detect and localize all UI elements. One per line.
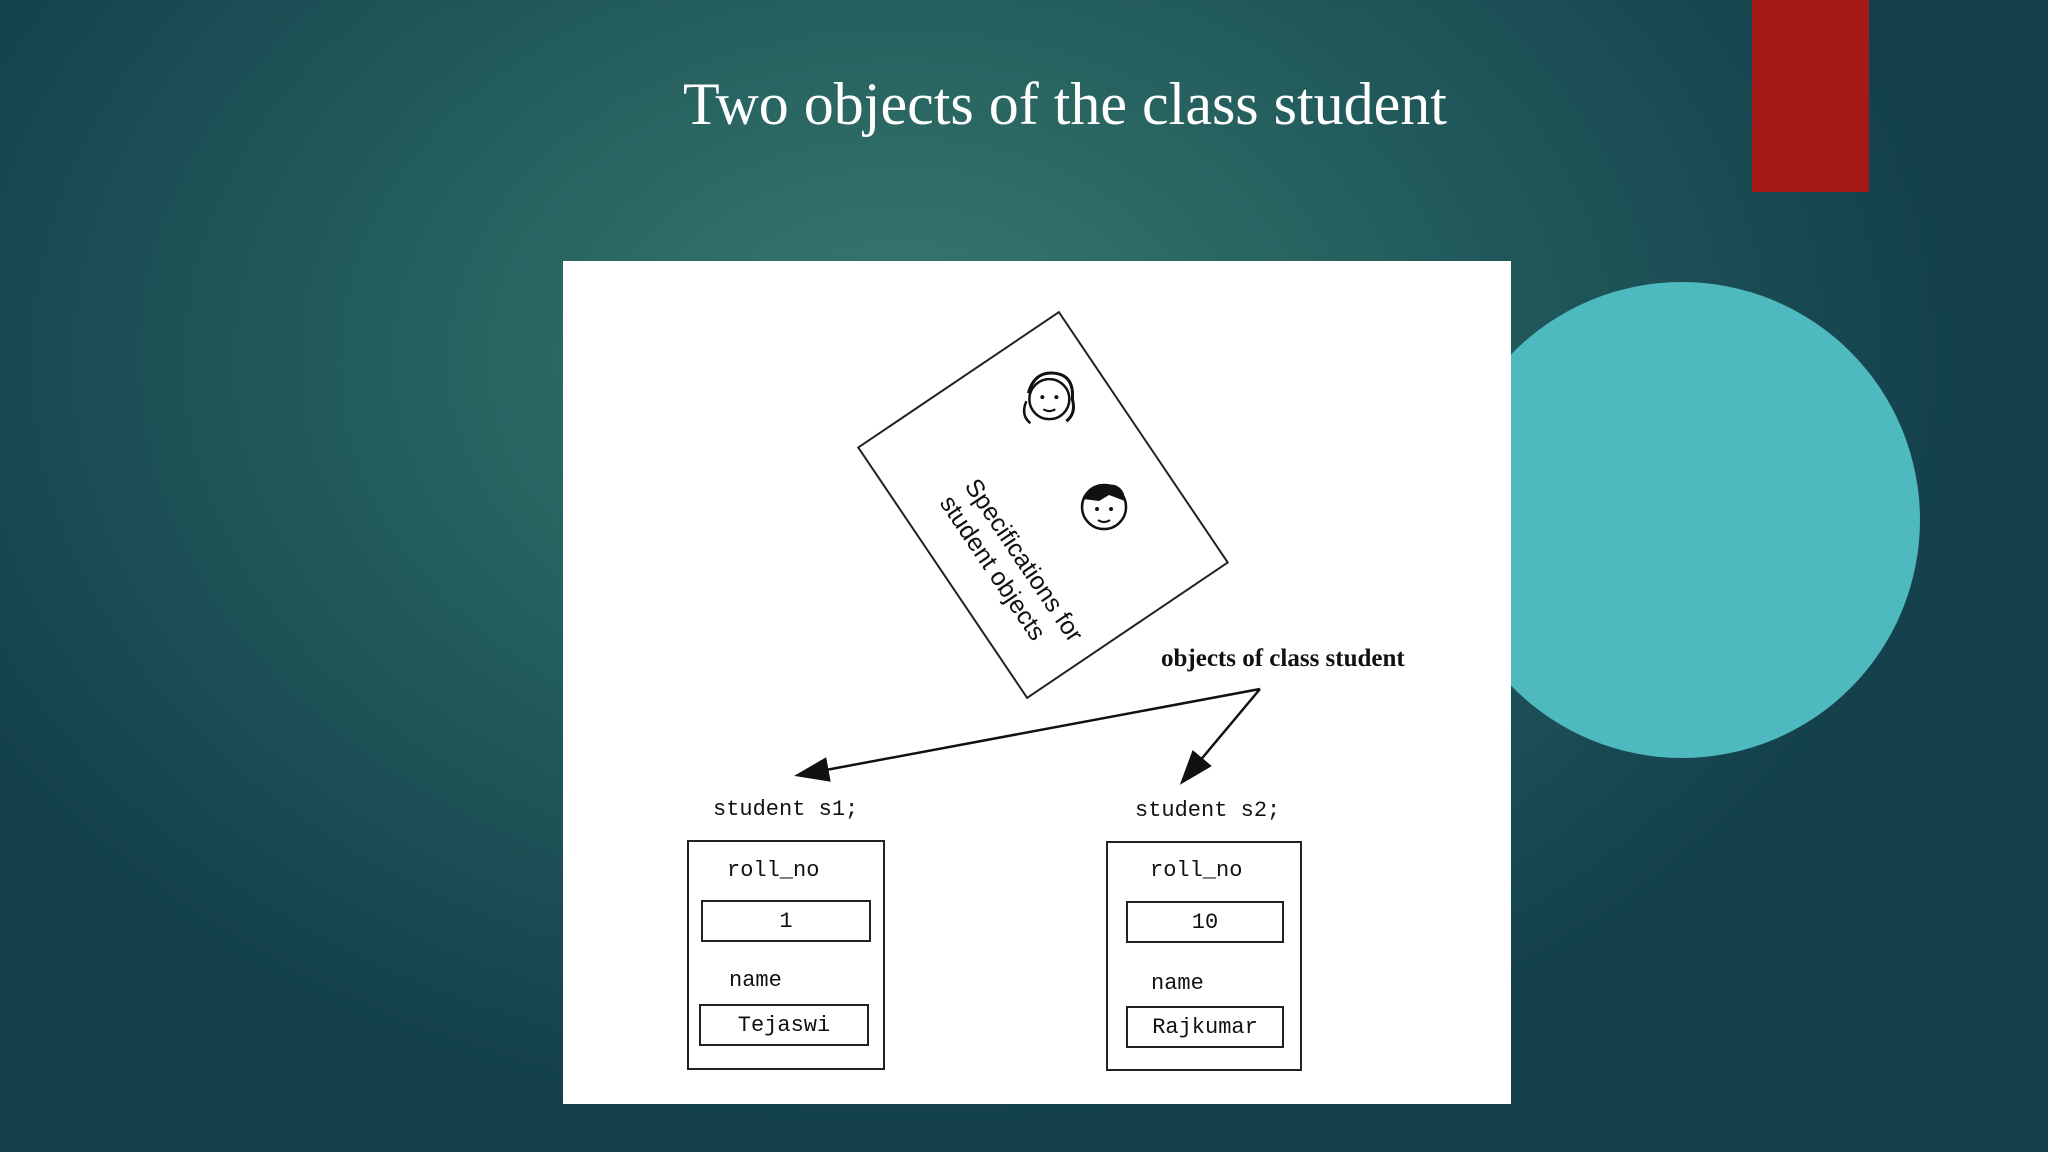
field-value-roll-no-s1: 1 — [701, 900, 871, 942]
man-face-icon — [1080, 483, 1128, 531]
arrows-layer — [794, 687, 1261, 785]
teal-decor-circle — [1444, 282, 1920, 758]
field-label-name-s2: name — [1151, 971, 1204, 996]
field-label-roll-no-s2: roll_no — [1150, 858, 1243, 883]
declaration-s2: student s2; — [1135, 798, 1281, 823]
arrow-to-s2 — [1179, 688, 1261, 785]
field-value-name-s2: Rajkumar — [1126, 1006, 1284, 1048]
field-value-roll-no-s2: 10 — [1126, 901, 1284, 943]
object-box-s2: roll_no 10 name Rajkumar — [1106, 841, 1302, 1071]
objects-caption: objects of class student — [1161, 645, 1405, 672]
field-value-name-s1: Tejaswi — [699, 1004, 869, 1046]
slide-title: Two objects of the class student — [683, 71, 1447, 137]
field-label-roll-no-s1: roll_no — [727, 858, 820, 883]
declaration-s1: student s1; — [713, 797, 859, 822]
field-label-name-s1: name — [729, 968, 782, 993]
figure-panel: Specifications for student objects objec… — [563, 261, 1511, 1104]
woman-face-icon — [1022, 371, 1075, 425]
object-box-s1: roll_no 1 name Tejaswi — [687, 840, 885, 1070]
specifications-document: Specifications for student objects — [856, 310, 1230, 700]
arrow-to-s1 — [794, 687, 1261, 782]
red-accent-tab — [1752, 0, 1869, 192]
